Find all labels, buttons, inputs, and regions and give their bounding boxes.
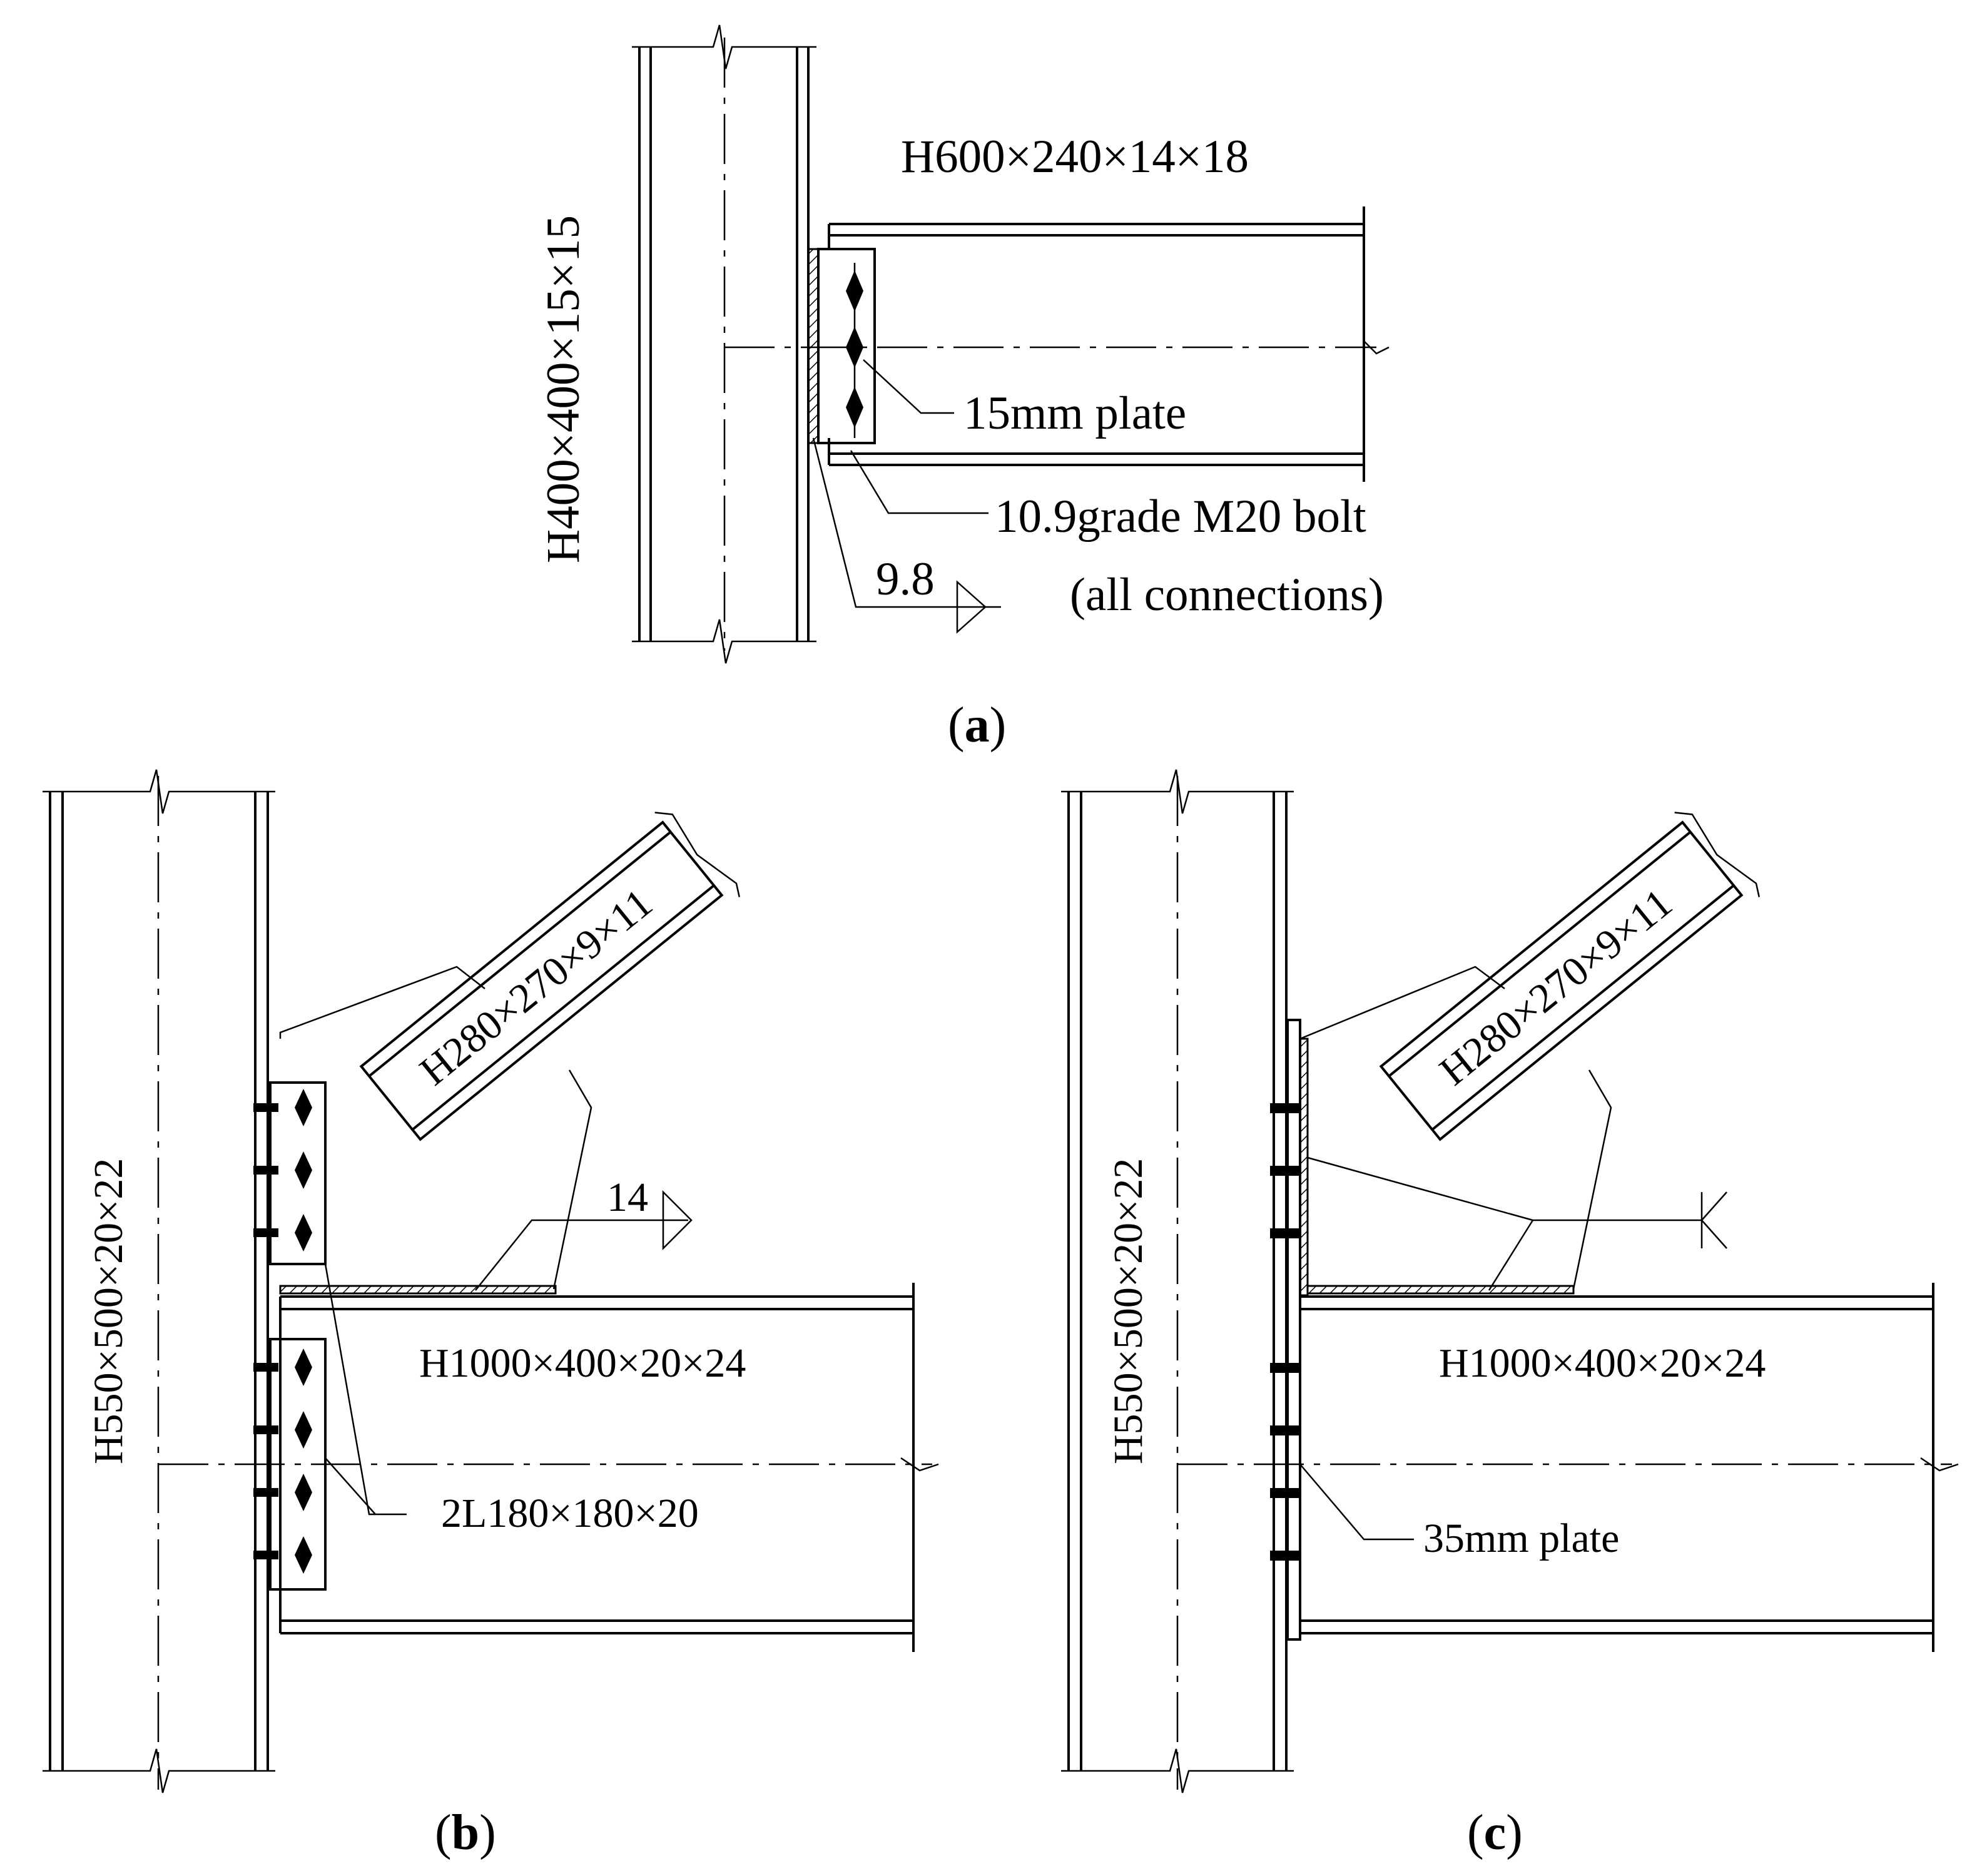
panel-b-brace-label: H280×270×9×11 xyxy=(412,880,661,1094)
panel-c-leaders xyxy=(1299,1156,1727,1541)
panel-b-angle-label: 2L180×180×20 xyxy=(441,1491,699,1536)
panel-b-column-label: H550×500×20×22 xyxy=(86,1158,131,1464)
panel-a: H600×240×14×18 15mm plate 10.9grade M20 … xyxy=(537,24,1390,753)
panel-c-brace-label: H280×270×9×11 xyxy=(1431,880,1681,1094)
panel-a-bolt-label-line1: 10.9grade M20 bolt xyxy=(995,491,1366,543)
fillet-weld-symbol-icon xyxy=(956,580,987,634)
panel-a-leaders xyxy=(812,359,1001,634)
panel-b-column xyxy=(43,769,275,1793)
panel-b-angles xyxy=(253,1081,327,1591)
bolt-diamond-icon xyxy=(295,1474,312,1511)
panel-c-beam-label: H1000×400×20×24 xyxy=(1439,1340,1766,1386)
panel-c-gusset xyxy=(1299,966,1612,1295)
panel-a-column-label: H400×400×15×15 xyxy=(537,215,589,563)
panel-a-end-plate xyxy=(807,248,876,444)
panel-c-plate-label: 35mm plate xyxy=(1423,1516,1619,1561)
panel-b-gusset xyxy=(279,966,592,1295)
panel-c-beam xyxy=(1177,1283,1959,1652)
bolt-diamond-icon xyxy=(295,1151,312,1189)
panel-c-caption: (c) xyxy=(1467,1805,1523,1860)
field-weld-symbol-icon xyxy=(1700,1191,1727,1249)
panel-a-column xyxy=(632,24,816,664)
bolt-diamond-icon xyxy=(295,1214,312,1252)
panel-a-bolts xyxy=(846,263,863,438)
panel-a-beam-label: H600×240×14×18 xyxy=(901,131,1249,183)
panel-c-column-label: H550×500×20×22 xyxy=(1105,1158,1151,1464)
panel-b: H280×270×9×11 14 H1000×4 xyxy=(43,769,939,1860)
panel-a-beam xyxy=(724,206,1390,482)
panel-b-caption: (b) xyxy=(435,1805,496,1860)
bolt-diamond-icon xyxy=(295,1348,312,1386)
panel-b-brace: H280×270×9×11 xyxy=(359,812,741,1141)
panel-c-end-plate xyxy=(1270,1019,1309,1641)
bolt-diamond-icon xyxy=(295,1411,312,1449)
panel-b-beam-label: H1000×400×20×24 xyxy=(419,1340,746,1386)
fillet-weld-symbol-icon xyxy=(662,1190,693,1251)
panel-a-bolt-label-line2: (all connections) xyxy=(1070,569,1384,621)
panel-a-caption: (a) xyxy=(948,698,1006,753)
panel-c: H280×270×9×11 H1000×400×20×24 35mm plate… xyxy=(1061,769,1959,1860)
bolt-diamond-icon xyxy=(295,1536,312,1574)
panel-a-weld-size: 9.8 xyxy=(876,553,935,605)
panel-b-weld-size: 14 xyxy=(607,1175,648,1220)
bolt-diamond-icon xyxy=(295,1089,312,1126)
panel-b-leaders xyxy=(324,1190,693,1516)
panel-a-plate-label: 15mm plate xyxy=(963,387,1186,439)
panel-c-brace: H280×270×9×11 xyxy=(1379,812,1761,1141)
panel-c-column xyxy=(1061,769,1294,1793)
panel-b-beam xyxy=(158,1283,939,1652)
